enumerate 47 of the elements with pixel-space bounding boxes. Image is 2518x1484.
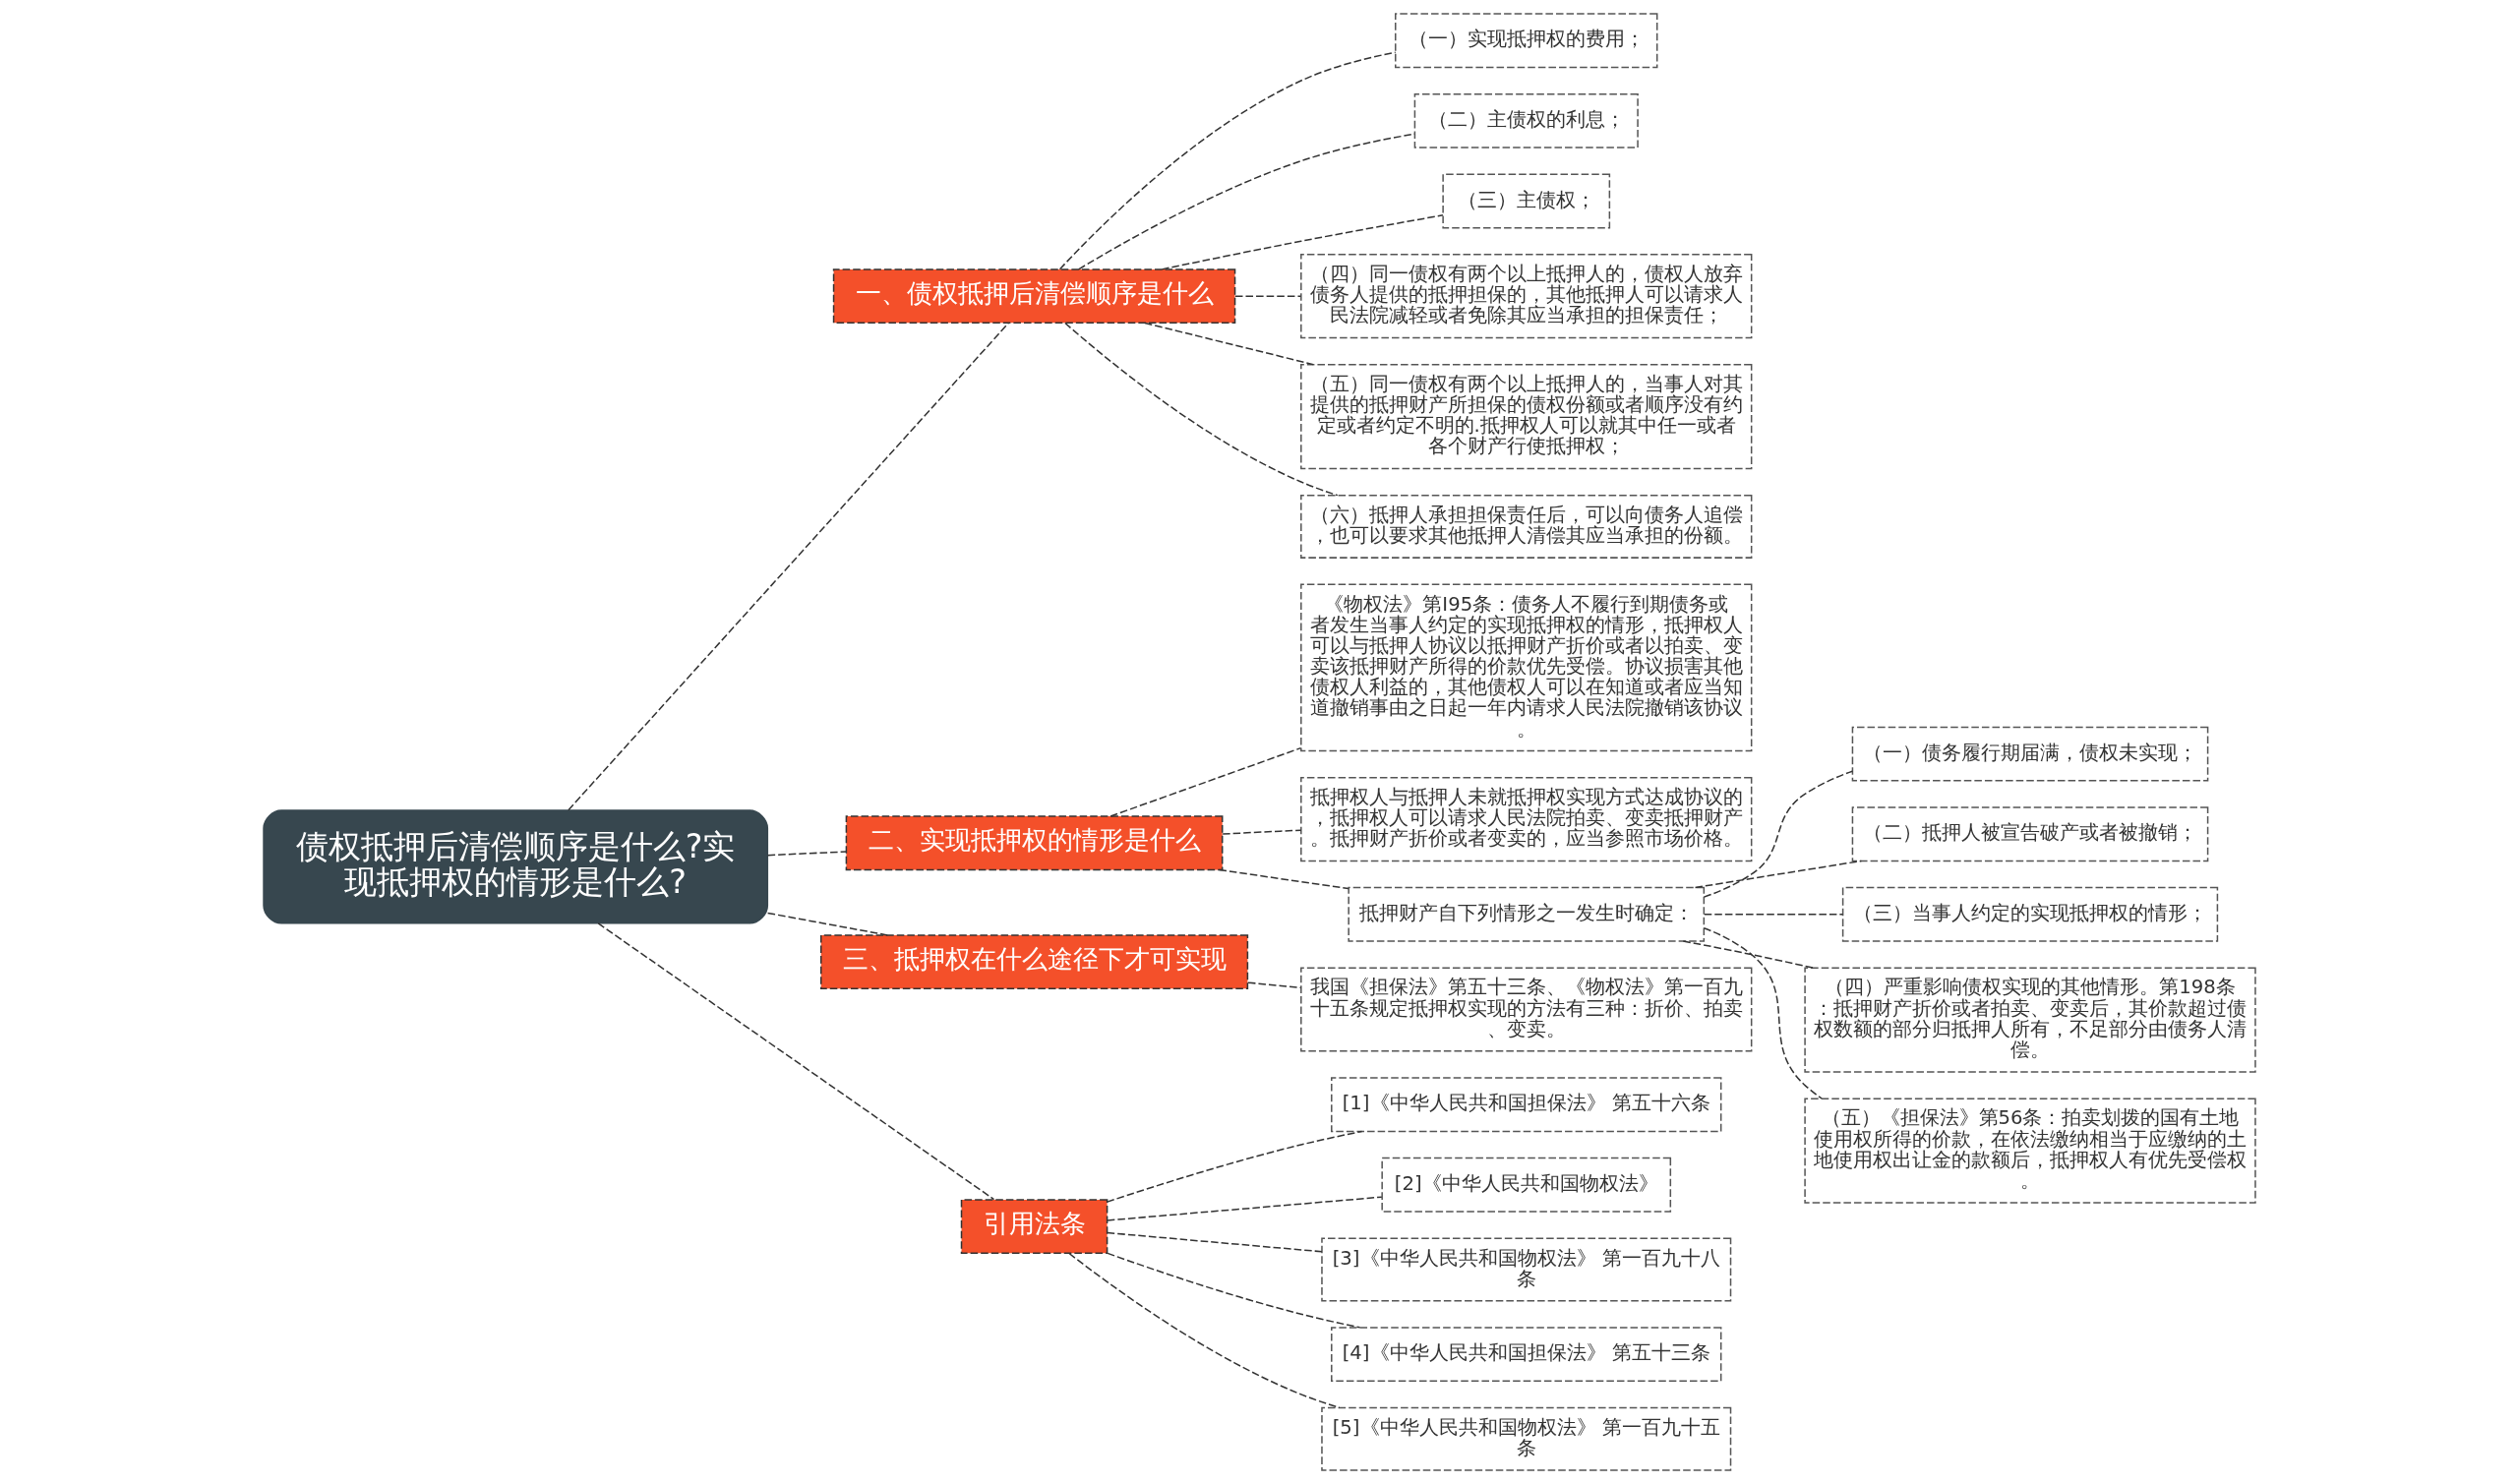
connector bbox=[766, 912, 888, 936]
connector bbox=[1106, 1231, 1323, 1253]
connector bbox=[1106, 1196, 1383, 1221]
node-box: （三）主债权； bbox=[1441, 173, 1610, 229]
node-box: 《物权法》第I95条：债务人不履行到期债务或者发生当事人约定的实现抵押权的情形，抵押权人可以与抵押人协议以抵押财产折价或者以拍卖、变卖该抵押财产所得的价款优先受偿。协议损害其他债权人利益的，其他债权人可以在知道或者应当知道撤销事由之日起一年内请求人民法院撤销该协议。 bbox=[1299, 583, 1752, 752]
connector bbox=[1682, 940, 1814, 969]
node-box: （五）《担保法》第56条：拍卖划拨的国有土地使用权所得的价款，在依法缴纳相当于应缴纳的土地使用权出让金的款额后，抵押权人有优先受偿权。 bbox=[1803, 1098, 2256, 1204]
connector bbox=[1218, 868, 1349, 890]
node-box: （一）实现抵押权的费用； bbox=[1394, 13, 1657, 69]
connector bbox=[766, 851, 847, 857]
connector bbox=[1221, 829, 1302, 835]
node-box: （四）同一债权有两个以上抵押人的，债权人放弃债务人提供的抵押担保的，其他抵押人可以请求人民法院减轻或者免除其应当承担的担保责任； bbox=[1299, 254, 1752, 339]
node-box: （四）严重影响债权实现的其他情形。第198条：抵押财产折价或者拍卖、变卖后，其价款超过债权数额的部分归抵押人所有，不足部分由债务人清偿。 bbox=[1803, 967, 2256, 1073]
connector bbox=[567, 323, 1009, 811]
node-box: 抵押权人与抵押人未就抵押权实现方式达成协议的，抵押权人可以请求人民法院拍卖、变卖抵押财产。抵押财产折价或者变卖的，应当参照市场价格。 bbox=[1299, 777, 1752, 862]
node-box: 债权抵押后清偿顺序是什么?实现抵押权的情形是什么? bbox=[262, 809, 768, 924]
node-box: 一、债权抵押后清偿顺序是什么 bbox=[832, 268, 1235, 325]
connector bbox=[1143, 322, 1314, 366]
connector bbox=[1703, 926, 1823, 1099]
node-box: （三）当事人约定的实现抵押权的情形； bbox=[1841, 886, 2218, 942]
node-box: [3]《中华人民共和国物权法》 第一百九十八条 bbox=[1320, 1237, 1731, 1302]
node-box: [4]《中华人民共和国担保法》 第五十三条 bbox=[1330, 1327, 1721, 1383]
connector bbox=[1109, 746, 1301, 817]
connector bbox=[1106, 1130, 1362, 1203]
node-box: （六）抵押人承担担保责任后，可以向债务人追偿，也可以要求其他抵押人清偿其应当承担的份额。 bbox=[1299, 494, 1752, 559]
node-box: （二）抵押人被宣告破产或者被撤销； bbox=[1851, 806, 2208, 862]
connector bbox=[1703, 914, 1843, 916]
connector bbox=[1058, 51, 1396, 270]
node-box: 我国《担保法》第五十三条、《物权法》第一百九十五条规定抵押权实现的方法有三种：折价、拍卖、变卖。 bbox=[1299, 967, 1752, 1052]
node-box: 二、实现抵押权的情形是什么 bbox=[845, 815, 1223, 871]
node-box: [2]《中华人民共和国物权法》 bbox=[1380, 1157, 1671, 1213]
connector bbox=[1106, 1252, 1360, 1329]
node-box: （五）同一债权有两个以上抵押人的，当事人对其提供的抵押财产所担保的债权份额或者顺序没有约定或者约定不明的.抵押权人可以就其中任一或者各个财产行使抵押权； bbox=[1299, 363, 1752, 470]
connector bbox=[1703, 770, 1853, 898]
node-box: （二）主债权的利息； bbox=[1413, 92, 1639, 148]
connector bbox=[1246, 981, 1301, 989]
connector bbox=[1233, 295, 1301, 297]
node-box: 引用法条 bbox=[960, 1199, 1108, 1255]
connector bbox=[1160, 214, 1444, 270]
node-box: 三、抵押权在什么途径下才可实现 bbox=[819, 934, 1248, 990]
connector bbox=[1067, 1252, 1341, 1409]
node-box: 抵押财产自下列情形之一发生时确定： bbox=[1347, 886, 1705, 942]
connector bbox=[1694, 860, 1862, 889]
connector bbox=[596, 922, 994, 1201]
node-box: [5]《中华人民共和国物权法》 第一百九十五条 bbox=[1320, 1406, 1731, 1471]
node-box: （一）债务履行期届满，债权未实现； bbox=[1851, 726, 2208, 782]
node-box: [1]《中华人民共和国担保法》 第五十六条 bbox=[1330, 1077, 1721, 1133]
